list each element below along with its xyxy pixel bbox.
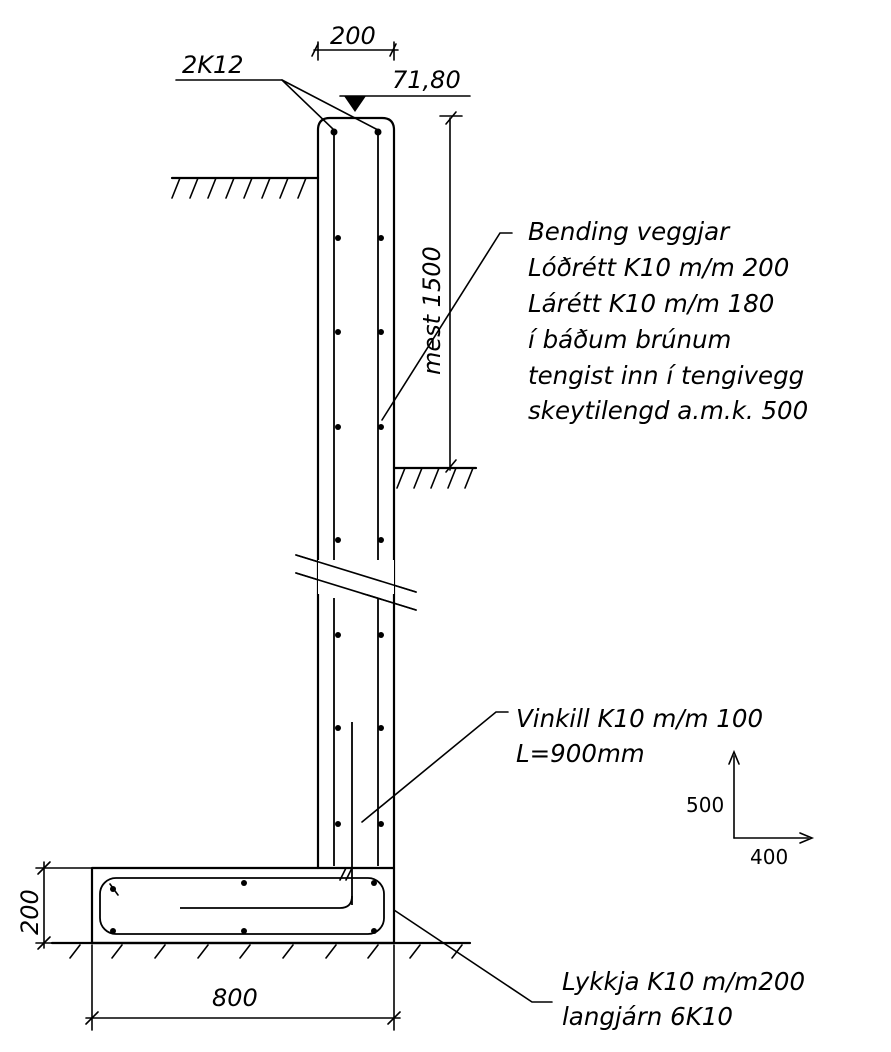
wall-thickness-label: 200 (330, 22, 376, 50)
scale-vertical-label: 500 (686, 793, 724, 817)
level-marker: 71,80 (339, 66, 471, 112)
footing-width-label: 800 (212, 984, 258, 1012)
footing-height-label: 200 (16, 889, 44, 935)
ground-hatching-right (392, 466, 478, 489)
ground-hatching-upper-left (170, 176, 320, 199)
angle-bar-leader (361, 711, 509, 823)
wall-note-line-4: í báðum brúnum (528, 325, 731, 354)
footing-height-dimension: 200 (16, 861, 93, 950)
wall-horizontal-bar-dots (330, 128, 384, 827)
ground-hatching-bottom (50, 941, 472, 959)
wall-outline (316, 116, 396, 870)
wall-note-line-5: tengist inn í tengivegg (528, 361, 804, 390)
wall-break-symbol (295, 554, 417, 611)
loop-note-line-1: Lykkja K10 m/m200 (562, 967, 805, 996)
height-dimension: mest 1500 (418, 111, 463, 473)
wall-reinforcement-note: Bending veggjar Lóðrétt K10 m/m 200 Láré… (528, 217, 808, 425)
wall-reinforcement-leader (381, 232, 513, 421)
angle-note-line-2: L=900mm (516, 739, 645, 768)
top-bars-callout: 2K12 (175, 51, 379, 131)
height-dimension-label: mest 1500 (418, 246, 446, 375)
loop-note-line-2: langjárn 6K10 (562, 1002, 733, 1031)
angle-bar (180, 722, 353, 909)
loop-note: Lykkja K10 m/m200 langjárn 6K10 (562, 967, 805, 1031)
wall-note-line-2: Lóðrétt K10 m/m 200 (528, 253, 789, 282)
top-level-label: 71,80 (392, 66, 461, 94)
loop-leader (393, 909, 553, 1003)
wall-thickness-dimension: 200 (311, 22, 399, 61)
wall-note-line-6: skeytilengd a.m.k. 500 (528, 396, 808, 425)
footing-loop-bar (99, 877, 385, 935)
wall-note-line-1: Bending veggjar (528, 217, 731, 246)
scale-horizontal-label: 400 (750, 845, 788, 869)
scale-marker: 500 400 (686, 749, 815, 869)
footing-width-dimension: 800 (85, 944, 401, 1031)
angle-note-line-1: Vinkill K10 m/m 100 (516, 704, 763, 733)
top-bars-label: 2K12 (182, 51, 244, 79)
wall-note-line-3: Lárétt K10 m/m 180 (528, 289, 774, 318)
wall-vertical-bars (333, 130, 379, 866)
angle-bar-note: Vinkill K10 m/m 100 L=900mm (516, 704, 763, 768)
